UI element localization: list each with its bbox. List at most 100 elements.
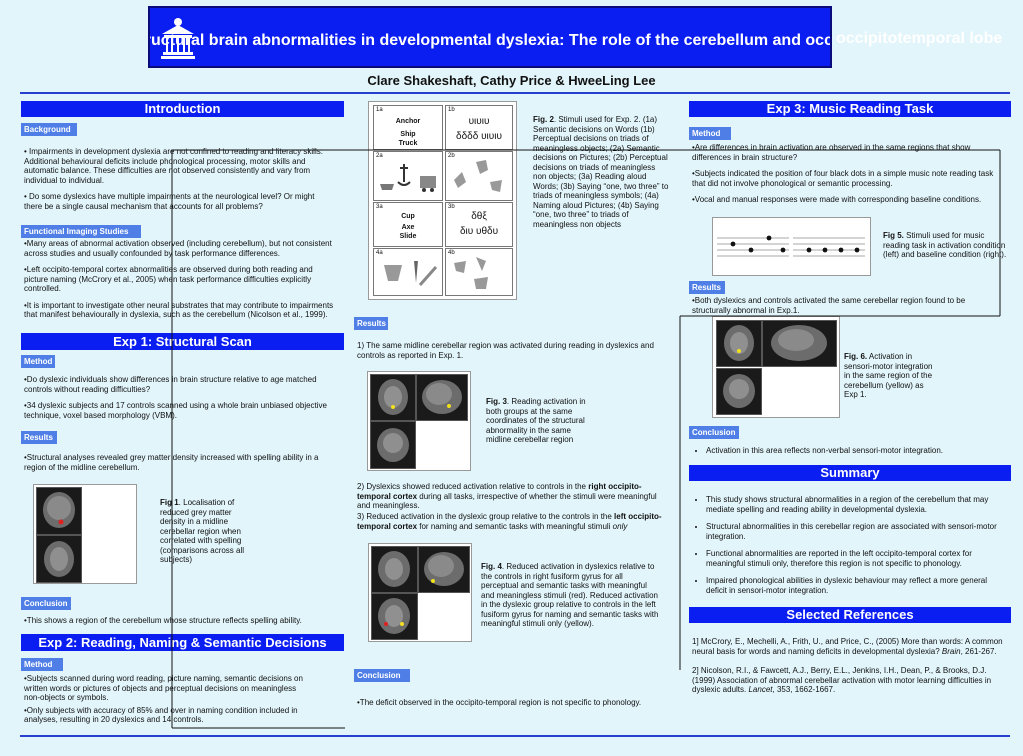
fig2-caption-text: . Stimuli used for Exp. 2. (1a) Semantic… <box>533 115 669 229</box>
reference-text: 1] McCrory, E., Mechelli, A., Frith, U.,… <box>692 637 1003 656</box>
reference-journal: Lancet <box>748 685 773 694</box>
object-pictures-icon <box>384 261 438 286</box>
exp1-header: Exp 1: Structural Scan <box>21 333 344 350</box>
result-3-text-end: for naming and semantic tasks with meani… <box>417 521 613 531</box>
cell-id: 3a <box>376 204 383 210</box>
exp3-method-tag: Method <box>689 127 731 140</box>
stimulus-word: Ship <box>400 131 416 138</box>
stimulus-word: Anchor <box>395 118 421 125</box>
fig1-label: Fig 1 <box>160 498 179 507</box>
mri-axial-image <box>370 374 416 421</box>
fig5-label: Fig 5. <box>883 231 904 240</box>
bottom-rule <box>20 735 1010 737</box>
exp3-method-text: •Are differences in brain activation are… <box>692 143 1004 212</box>
fi-text: •Many areas of abnormal activation obser… <box>24 239 338 327</box>
object-pictures-icon <box>380 164 436 192</box>
mri-axial-image <box>371 546 418 593</box>
summary-item: This study shows structural abnormalitie… <box>706 495 998 514</box>
exp3-results-tag: Results <box>689 281 725 294</box>
fig1-caption: Fig 1. Localisation of reduced grey matt… <box>160 498 252 565</box>
exp2-header: Exp 2: Reading, Naming & Semantic Decisi… <box>21 634 344 651</box>
fig6-caption: Fig. 6. Activation in sensori-motor inte… <box>844 352 934 400</box>
stimulus-cell-1a: 1a Anchor Ship Truck <box>373 105 443 150</box>
fig6-caption-text: Activation in sensori-motor integration … <box>844 352 933 399</box>
exp2-method-text: •Subjects scanned during word reading, p… <box>24 674 314 732</box>
method-item: •34 dyslexic subjects and 17 controls sc… <box>24 401 327 420</box>
stimulus-cell-4a: 4a <box>373 248 443 296</box>
stimulus-cell-1b: 1b υιυιυ δδδδ υιυιυ <box>445 105 513 150</box>
result-2: 2) Dyslexics showed reduced activation r… <box>357 482 671 511</box>
cell-id: 2a <box>376 153 383 159</box>
fig6-image <box>712 316 840 418</box>
music-staff-icon <box>717 235 865 257</box>
stimulus-word: Slide <box>399 233 417 240</box>
fig3-label: Fig. 3 <box>486 397 507 406</box>
mri-sagittal-image <box>762 320 837 367</box>
background-text: • Impairments in development dyslexia ar… <box>24 147 334 218</box>
exp1-method-tag: Method <box>21 355 55 368</box>
ucl-logo-icon <box>161 18 195 59</box>
reference-text: 2] Nicolson, R.I., & Fawcett, A.J., Berr… <box>692 666 992 694</box>
fig4-caption: Fig. 4. Reduced activation in dyslexics … <box>481 562 659 629</box>
symbol-line: υιυιυ <box>468 116 490 127</box>
fig3-caption: Fig. 3. Reading activation in both group… <box>486 397 594 445</box>
result-3-emphasis: left occipito-temporal cortex <box>357 512 662 531</box>
non-objects-icon <box>454 160 502 192</box>
fi-item: •Left occipito-temporal cortex abnormali… <box>24 265 313 293</box>
fig5-music-stimuli <box>712 217 871 276</box>
poster-title: Functional and structural brain abnormal… <box>150 32 830 49</box>
result-2-emphasis: right occipito-temporal cortex <box>357 482 642 501</box>
fig3-caption-text: . Reading activation in both groups at t… <box>486 397 586 444</box>
references-list: 1] McCrory, E., Mechelli, A., Frith, U.,… <box>692 637 1004 702</box>
stimulus-word: Axe <box>401 224 415 231</box>
exp3-conclusion: Activation in this area reflects non-ver… <box>692 446 1004 464</box>
exp3-header: Exp 3: Music Reading Task <box>689 101 1011 117</box>
exp1-results-tag: Results <box>21 431 57 444</box>
fig6-label: Fig. 6. <box>844 352 868 361</box>
authors: Clare Shakeshaft, Cathy Price & HweeLing… <box>367 73 656 88</box>
fi-item: •Many areas of abnormal activation obser… <box>24 239 332 258</box>
fig2-label: Fig. 2 <box>533 115 554 124</box>
non-objects-icon <box>454 257 488 289</box>
mid-conclusion: •The deficit observed in the occipito-te… <box>357 698 642 707</box>
fig2-stimuli-grid: 1a Anchor Ship Truck 1b υιυιυ δδδδ υιυιυ… <box>368 101 517 300</box>
references-header: Selected References <box>689 607 1011 623</box>
exp3-results-text: •Both dyslexics and controls activated t… <box>692 296 966 315</box>
stimulus-cell-3b: 3b δθξ διυ υθδυ <box>445 202 513 247</box>
reference-tail: , 353, 1662-1667. <box>772 685 836 694</box>
fi-item: •It is important to investigate other ne… <box>24 300 334 320</box>
mri-sagittal-image <box>36 487 82 535</box>
cell-id: 1a <box>376 107 383 113</box>
exp1-method-text: •Do dyslexic individuals show difference… <box>24 375 338 427</box>
result-3: 3) Reduced activation in the dyslexic gr… <box>357 512 671 531</box>
mri-coronal-image <box>716 368 762 415</box>
exp3-conclusion-tag: Conclusion <box>689 426 739 439</box>
mid-conclusion-tag: Conclusion <box>354 669 410 682</box>
method-item: •Subjects scanned during word reading, p… <box>24 674 303 702</box>
cell-id: 4a <box>376 250 383 256</box>
symbol-line: δδδδ υιυιυ <box>456 131 502 142</box>
result-3-italic: only <box>612 521 628 531</box>
cell-id: 4b <box>448 250 455 256</box>
summary-item: Structural abnormalities in this cerebel… <box>706 522 998 541</box>
exp1-results-text: •Structural analyses revealed grey matte… <box>24 453 319 472</box>
stimulus-cell-2b: 2b <box>445 151 513 201</box>
mri-sagittal-image <box>418 546 470 593</box>
title-overflow: occipitotemporal lobe <box>836 30 1003 47</box>
result-1: 1) The same midline cerebellar region wa… <box>357 341 654 360</box>
title-banner: Functional and structural brain abnormal… <box>148 6 832 68</box>
mri-axial-image <box>36 535 82 583</box>
symbol-line: διυ υθδυ <box>459 226 499 237</box>
fig1-caption-text: . Localisation of reduced grey matter de… <box>160 498 245 564</box>
stimulus-word: Cup <box>401 213 415 220</box>
reference-item: 2] Nicolson, R.I., & Fawcett, A.J., Berr… <box>692 666 1004 695</box>
method-item: •Are differences in brain activation are… <box>692 143 971 162</box>
background-tag: Background <box>21 123 77 136</box>
summary-item: Impaired phonological abilities in dysle… <box>706 576 998 595</box>
cell-id: 1b <box>448 107 455 113</box>
reference-journal: Brain <box>941 646 961 656</box>
background-item: • Impairments in development dyslexia ar… <box>24 147 323 185</box>
stimulus-cell-3a: 3a Cup Axe Slide <box>373 202 443 247</box>
cell-id: 3b <box>448 204 455 210</box>
fig1-image <box>33 484 137 584</box>
